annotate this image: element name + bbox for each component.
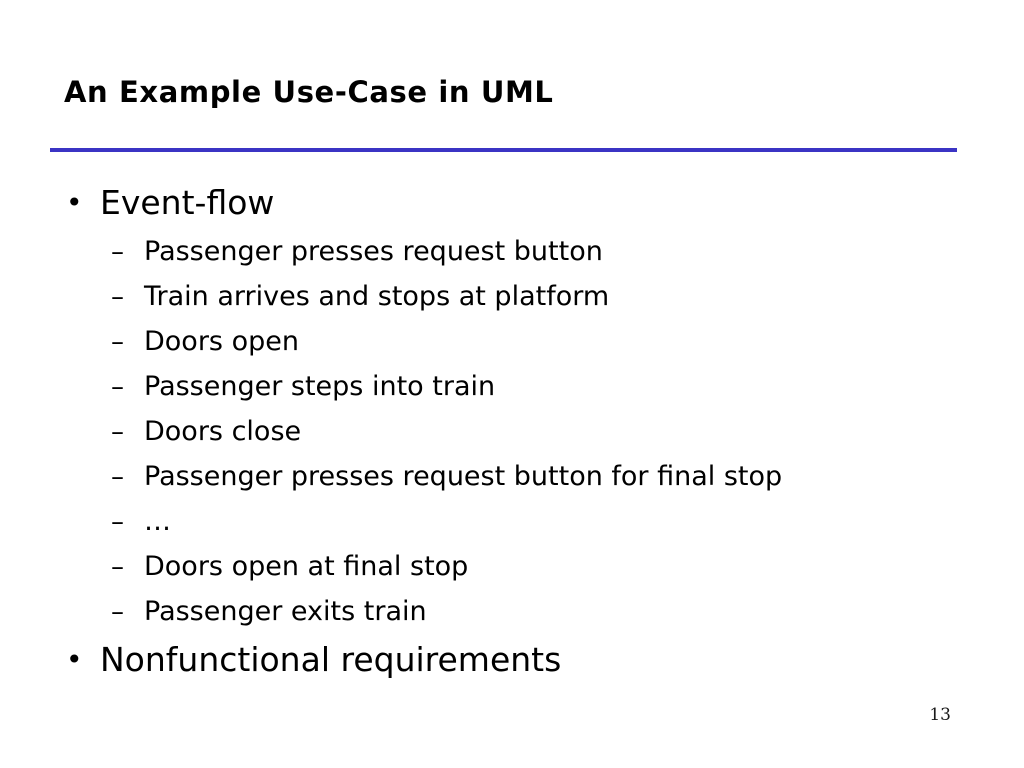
- list-item-label: Passenger presses request button: [144, 236, 603, 267]
- bullet-dash-icon: –: [111, 237, 124, 267]
- list-item: – Passenger steps into train: [0, 367, 1024, 412]
- bullet-dot-icon: •: [66, 186, 83, 219]
- list-item: • Nonfunctional requirements: [0, 637, 1024, 689]
- bullet-dash-icon: –: [111, 327, 124, 357]
- list-item: – Passenger presses request button: [0, 232, 1024, 277]
- page-number: 13: [929, 705, 951, 725]
- list-item: – Train arrives and stops at platform: [0, 277, 1024, 322]
- bullet-dash-icon: –: [111, 507, 124, 537]
- list-item-label: Event-flow: [100, 183, 275, 222]
- list-item-label: Nonfunctional requirements: [100, 640, 562, 679]
- list-item-label: Passenger exits train: [144, 596, 427, 627]
- list-item: • Event-flow: [0, 180, 1024, 232]
- slide-body-list: • Event-flow – Passenger presses request…: [0, 180, 1024, 689]
- list-item: – Doors open: [0, 322, 1024, 367]
- list-item: – …: [0, 502, 1024, 547]
- list-item-label: Doors open: [144, 326, 299, 357]
- page-title: An Example Use-Case in UML: [64, 75, 554, 109]
- list-item-label: Doors close: [144, 416, 302, 447]
- list-item: – Doors close: [0, 412, 1024, 457]
- list-item-label: Passenger steps into train: [144, 371, 496, 402]
- list-item-label: Train arrives and stops at platform: [144, 281, 610, 312]
- list-item: – Doors open at final stop: [0, 547, 1024, 592]
- bullet-dot-icon: •: [66, 643, 83, 676]
- bullet-dash-icon: –: [111, 372, 124, 402]
- list-item-label: Doors open at final stop: [144, 551, 469, 582]
- title-divider-rule: [50, 148, 957, 152]
- bullet-dash-icon: –: [111, 552, 124, 582]
- list-item: – Passenger presses request button for f…: [0, 457, 1024, 502]
- list-item-label: …: [144, 506, 171, 537]
- bullet-dash-icon: –: [111, 417, 124, 447]
- list-item: – Passenger exits train: [0, 592, 1024, 637]
- bullet-dash-icon: –: [111, 282, 124, 312]
- list-item-label: Passenger presses request button for fin…: [144, 461, 783, 492]
- bullet-dash-icon: –: [111, 597, 124, 627]
- bullet-dash-icon: –: [111, 462, 124, 492]
